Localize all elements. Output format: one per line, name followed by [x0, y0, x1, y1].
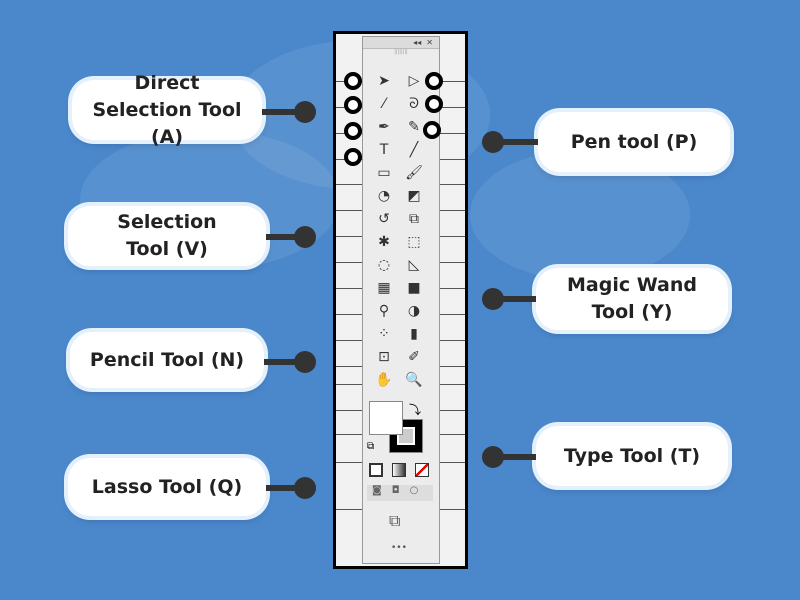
graph-icon[interactable]: ▮	[410, 326, 418, 342]
guide-line	[439, 384, 465, 385]
label-direct-selection[interactable]: Direct Selection Tool (A)	[72, 72, 262, 148]
guide-line	[439, 462, 465, 463]
guide-line	[439, 107, 465, 108]
guide-line	[439, 366, 465, 367]
free-transform-icon[interactable]: ⬚	[407, 234, 421, 250]
color-mode-button[interactable]	[369, 463, 383, 477]
collapse-button[interactable]: ◂◂	[413, 38, 422, 47]
gradient-mode-button[interactable]	[392, 463, 406, 477]
label-lasso[interactable]: Lasso Tool (Q)	[68, 458, 266, 516]
edit-toolbar-button[interactable]: •••	[391, 543, 407, 553]
guide-line	[336, 314, 362, 315]
guide-line	[336, 340, 362, 341]
grip-handle[interactable]: ||||||||	[394, 49, 408, 55]
connector-dot[interactable]	[294, 101, 316, 123]
label-magic-wand[interactable]: Magic Wand Tool (Y)	[536, 268, 728, 330]
slice-icon[interactable]: ✐	[408, 349, 420, 365]
drop-target[interactable]	[425, 72, 443, 90]
guide-line	[336, 236, 362, 237]
perspective-grid-icon[interactable]: ◺	[408, 257, 420, 273]
drop-target[interactable]	[344, 72, 362, 90]
eraser-icon[interactable]: ◩	[407, 188, 421, 204]
shaper-icon[interactable]: ◔	[377, 188, 391, 204]
label-type[interactable]: Type Tool (T)	[536, 426, 728, 486]
paintbrush-icon[interactable]: 🖌	[405, 165, 423, 181]
drop-target[interactable]	[344, 148, 362, 166]
swap-icon[interactable]: ⤵	[409, 403, 422, 417]
magic-wand-icon[interactable]: ⁄	[382, 96, 386, 112]
guide-line	[336, 462, 362, 463]
drop-target[interactable]	[344, 122, 362, 140]
type-icon[interactable]: T	[379, 142, 389, 158]
rotate-icon[interactable]: ↺	[378, 211, 390, 227]
pen-icon[interactable]: ✒	[378, 119, 390, 135]
label-selection[interactable]: Selection Tool (V)	[68, 206, 266, 266]
guide-line	[336, 288, 362, 289]
connector-dot[interactable]	[294, 351, 316, 373]
guide-line	[439, 288, 465, 289]
artboard-icon[interactable]: ⊡	[378, 349, 390, 365]
guide-line	[336, 366, 362, 367]
zoom-icon[interactable]: 🔍	[405, 372, 423, 388]
symbol-sprayer-icon[interactable]: ⁘	[378, 326, 390, 342]
connector-dot[interactable]	[294, 226, 316, 248]
guide-line	[336, 184, 362, 185]
connector-dot[interactable]	[294, 477, 316, 499]
fill-swatch[interactable]	[369, 401, 403, 435]
selection-arrow-icon[interactable]: ➤	[378, 73, 390, 89]
blend-icon[interactable]: ◑	[407, 303, 421, 319]
stroke-swatch[interactable]	[389, 419, 423, 453]
hand-icon[interactable]: ✋	[375, 372, 393, 388]
screen-mode-icon[interactable]: ⧉	[389, 511, 401, 530]
label-pen[interactable]: Pen tool (P)	[538, 112, 730, 172]
guide-line	[439, 509, 465, 510]
drop-target[interactable]	[344, 96, 362, 114]
guide-line	[439, 410, 465, 411]
guide-line	[336, 384, 362, 385]
guide-line	[439, 81, 465, 82]
guide-line	[439, 210, 465, 211]
guide-line	[439, 236, 465, 237]
guide-line	[439, 133, 465, 134]
toolbar-image: ◂◂ ✕ |||||||| ➤ ▷ ⁄ ᘐ ✒ ✎ T ╱ ▭ 🖌 ◔ ◩ ↺ ⧉ ✱ ⬚ ◌ ◺ ▦ ■ ⚲ ◑ ⁘ ▮ ⊡ ✐…	[333, 31, 468, 569]
rectangle-icon[interactable]: ▭	[377, 165, 391, 181]
tools-panel: ◂◂ ✕ |||||||| ➤ ▷ ⁄ ᘐ ✒ ✎ T ╱ ▭ 🖌 ◔ ◩ ↺ ⧉ ✱ ⬚ ◌ ◺ ▦ ■ ⚲ ◑ ⁘ ▮ ⊡ ✐…	[362, 36, 440, 564]
shape-builder-icon[interactable]: ◌	[377, 257, 391, 273]
close-button[interactable]: ✕	[426, 38, 433, 47]
guide-line	[439, 314, 465, 315]
connector-dot[interactable]	[482, 446, 504, 468]
gradient-icon[interactable]: ■	[407, 280, 421, 296]
drop-target[interactable]	[425, 95, 443, 113]
mesh-icon[interactable]: ▦	[377, 280, 391, 296]
pencil-icon[interactable]: ✎	[408, 119, 420, 135]
guide-line	[336, 434, 362, 435]
guide-line	[439, 340, 465, 341]
label-pencil[interactable]: Pencil Tool (N)	[70, 332, 264, 388]
guide-line	[439, 159, 465, 160]
scale-icon[interactable]: ⧉	[409, 211, 419, 227]
guide-line	[336, 262, 362, 263]
guide-line	[439, 434, 465, 435]
guide-line	[336, 210, 362, 211]
guide-line	[439, 262, 465, 263]
default-colors-icon[interactable]: ⧉	[367, 441, 375, 452]
guide-line	[336, 410, 362, 411]
line-icon[interactable]: ╱	[409, 142, 419, 158]
connector-dot[interactable]	[482, 288, 504, 310]
none-mode-button[interactable]	[415, 463, 429, 477]
direct-selection-icon[interactable]: ▷	[408, 73, 420, 89]
eyedropper-icon[interactable]: ⚲	[378, 303, 390, 319]
draw-modes[interactable]: ◙◘○	[367, 485, 433, 501]
puppet-warp-icon[interactable]: ✱	[378, 234, 390, 250]
lasso-icon[interactable]: ᘐ	[409, 96, 419, 112]
connector-dot[interactable]	[482, 131, 504, 153]
guide-line	[439, 184, 465, 185]
drop-target[interactable]	[423, 121, 441, 139]
guide-line	[336, 509, 362, 510]
